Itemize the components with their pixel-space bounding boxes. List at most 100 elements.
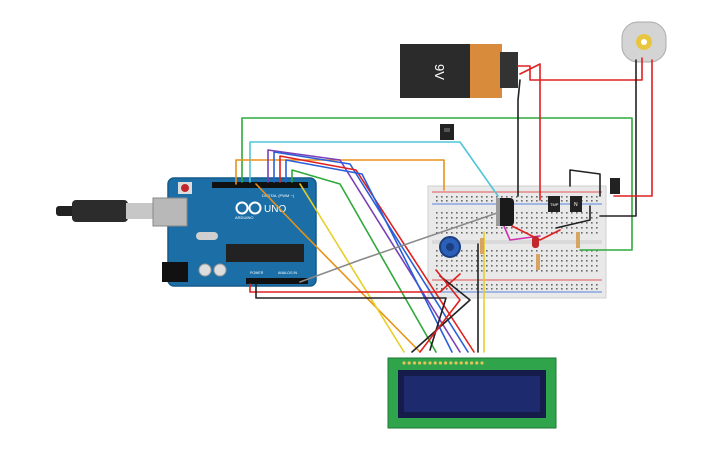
- breadboard-hole: [561, 260, 563, 262]
- breadboard-hole: [496, 284, 498, 286]
- breadboard-hole: [591, 227, 593, 229]
- breadboard-hole: [536, 196, 538, 198]
- lcd-pin: [454, 361, 458, 365]
- breadboard-hole: [491, 270, 493, 272]
- wire-black-power: [255, 283, 447, 351]
- breadboard-hole: [546, 255, 548, 257]
- lcd-pin: [444, 361, 448, 365]
- breadboard-hole: [526, 260, 528, 262]
- breadboard-hole: [526, 217, 528, 219]
- breadboard-hole: [586, 260, 588, 262]
- breadboard-hole: [566, 265, 568, 267]
- breadboard-hole: [486, 265, 488, 267]
- breadboard-hole: [451, 232, 453, 234]
- breadboard-hole: [591, 260, 593, 262]
- breadboard-hole: [526, 227, 528, 229]
- breadboard-hole: [531, 227, 533, 229]
- breadboard-hole: [576, 265, 578, 267]
- battery-top: [470, 44, 502, 98]
- breadboard-hole: [516, 260, 518, 262]
- breadboard-hole: [501, 284, 503, 286]
- breadboard-hole: [556, 270, 558, 272]
- breadboard-hole: [576, 227, 578, 229]
- breadboard-hole: [461, 270, 463, 272]
- arduino-brand-label: ARDUINO: [235, 215, 253, 220]
- breadboard-hole: [481, 284, 483, 286]
- breadboard-hole: [546, 222, 548, 224]
- breadboard-hole: [496, 255, 498, 257]
- breadboard-hole: [566, 270, 568, 272]
- breadboard-hole: [571, 270, 573, 272]
- breadboard-hole: [541, 222, 543, 224]
- breadboard-hole: [476, 250, 478, 252]
- breadboard-hole: [581, 260, 583, 262]
- breadboard-hole: [561, 217, 563, 219]
- reset-button[interactable]: [181, 184, 189, 192]
- breadboard-hole: [521, 255, 523, 257]
- breadboard-hole: [516, 232, 518, 234]
- breadboard-hole: [596, 200, 598, 202]
- breadboard-hole: [576, 260, 578, 262]
- breadboard-hole: [491, 265, 493, 267]
- breadboard-hole: [486, 288, 488, 290]
- lcd-screen: [404, 376, 540, 412]
- breadboard-hole: [476, 265, 478, 267]
- breadboard-hole: [526, 265, 528, 267]
- breadboard-hole: [446, 227, 448, 229]
- resistor-2: [536, 254, 540, 270]
- breadboard-hole: [511, 196, 513, 198]
- breadboard-hole: [596, 270, 598, 272]
- breadboard-hole: [536, 227, 538, 229]
- breadboard-hole: [471, 265, 473, 267]
- breadboard-hole: [461, 284, 463, 286]
- breadboard-hole: [566, 288, 568, 290]
- wires: [235, 57, 653, 353]
- breadboard-hole: [541, 232, 543, 234]
- breadboard-hole: [476, 227, 478, 229]
- breadboard-hole: [521, 222, 523, 224]
- breadboard-hole: [506, 227, 508, 229]
- breadboard-hole: [461, 217, 463, 219]
- potentiometer-knob: [446, 243, 454, 251]
- breadboard-hole: [566, 284, 568, 286]
- wire-red-bb: [511, 225, 561, 241]
- breadboard-hole: [496, 232, 498, 234]
- breadboard-hole: [446, 265, 448, 267]
- breadboard-hole: [591, 232, 593, 234]
- breadboard-hole: [436, 265, 438, 267]
- breadboard-hole: [486, 284, 488, 286]
- breadboard-hole: [491, 260, 493, 262]
- wire-black-bb: [555, 205, 591, 229]
- arduino-logo: [235, 201, 262, 215]
- breadboard-hole: [521, 288, 523, 290]
- breadboard-hole: [511, 250, 513, 252]
- breadboard-hole: [581, 232, 583, 234]
- breadboard-hole: [531, 232, 533, 234]
- breadboard-hole: [486, 255, 488, 257]
- breadboard-hole: [456, 265, 458, 267]
- breadboard-hole: [596, 284, 598, 286]
- breadboard-hole: [446, 284, 448, 286]
- breadboard-hole: [446, 288, 448, 290]
- breadboard-hole: [471, 217, 473, 219]
- breadboard-hole: [566, 260, 568, 262]
- breadboard-hole: [511, 227, 513, 229]
- usb-plug-body: [72, 200, 128, 222]
- breadboard-hole: [551, 227, 553, 229]
- breadboard-hole: [496, 196, 498, 198]
- breadboard-hole: [536, 250, 538, 252]
- breadboard-hole: [481, 200, 483, 202]
- breadboard-hole: [506, 284, 508, 286]
- lcd-pin: [433, 361, 437, 365]
- lcd-pin: [423, 361, 427, 365]
- breadboard-hole: [441, 212, 443, 214]
- arduino-power-jack: [162, 262, 188, 282]
- breadboard-hole: [541, 196, 543, 198]
- breadboard-hole: [486, 212, 488, 214]
- breadboard-hole: [596, 212, 598, 214]
- breadboard-hole: [521, 212, 523, 214]
- breadboard-hole: [466, 217, 468, 219]
- breadboard-hole: [541, 265, 543, 267]
- breadboard-hole: [446, 270, 448, 272]
- breadboard-hole: [596, 260, 598, 262]
